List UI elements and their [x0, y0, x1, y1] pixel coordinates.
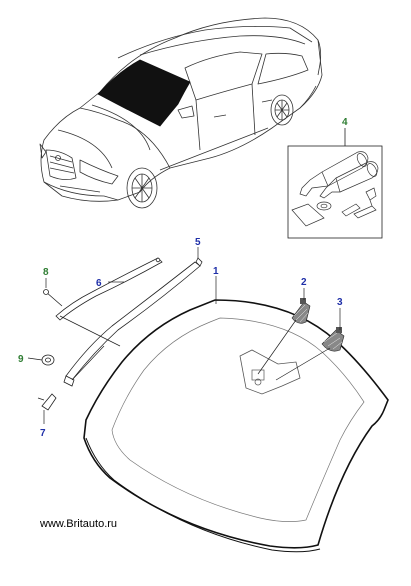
callout-2: 2: [301, 277, 307, 288]
car-windshield-highlight: [97, 59, 191, 127]
car-illustration: [39, 17, 323, 209]
callout-4: 4: [342, 117, 348, 128]
adhesive-kit-box: [287, 128, 383, 239]
bracket-part-7: [37, 393, 57, 411]
roof-drip-moulding: [55, 257, 163, 321]
callout-6: 6: [96, 278, 102, 289]
callout-1: 1: [213, 266, 219, 277]
grommet-part-9: [41, 354, 55, 366]
callout-5: 5: [195, 237, 201, 248]
callout-3: 3: [337, 297, 343, 308]
callout-9: 9: [18, 354, 24, 365]
camera-cover: [321, 327, 345, 352]
footer-watermark: www.Britauto.ru: [40, 518, 118, 530]
leader-lines: [27, 247, 341, 424]
clip-part-8: [43, 289, 63, 307]
callout-8: 8: [43, 267, 49, 278]
callout-7: 7: [40, 428, 46, 439]
windshield-glass: [83, 299, 389, 553]
rain-sensor-cover: [291, 298, 311, 324]
